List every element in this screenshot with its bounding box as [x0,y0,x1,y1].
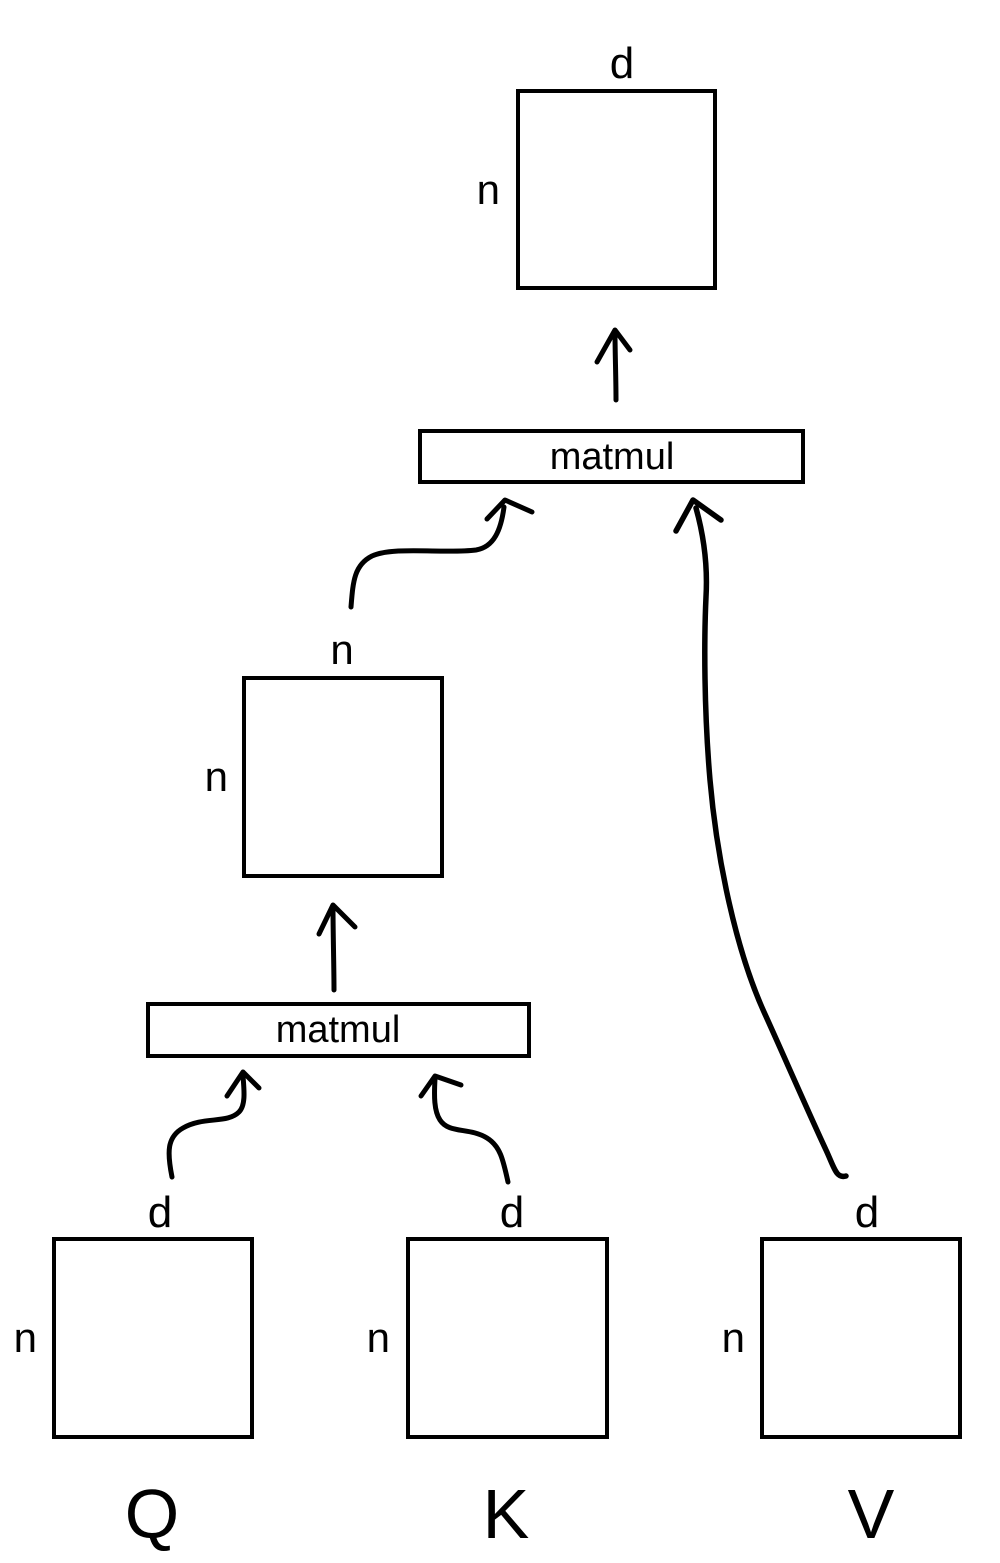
score-matrix-box [242,676,444,878]
matmul-top-box [418,429,805,484]
k-matrix: d n K [367,1188,609,1553]
arrow-q-to-matmul-bottom-shaft [166,1073,247,1180]
arrow-matmul-bottom-to-score-head [316,902,358,937]
q-matrix-name: Q [125,1475,179,1553]
arrow-matmul-bottom-to-score [316,902,358,993]
matmul-top-label: matmul [550,436,675,478]
arrow-matmul-top-to-output-shaft [612,330,619,403]
q-matrix-rows-label: n [14,1314,37,1361]
output-matrix-rows-label: n [477,166,500,213]
matmul-bottom-box [146,1002,531,1058]
output-matrix: d n [477,39,717,290]
arrow-score-to-matmul-top-shaft [348,504,507,610]
output-matrix-cols-label: d [610,39,634,88]
output-matrix-box [516,89,717,290]
arrow-v-to-matmul-top-shaft [693,505,849,1180]
arrow-matmul-top-to-output-head [594,327,633,365]
v-matrix-name: V [848,1475,895,1553]
arrow-q-to-matmul-bottom-head [224,1069,262,1099]
arrow-v-to-matmul-top [673,497,849,1180]
score-matrix-cols-label: n [330,626,353,673]
q-matrix-box [52,1237,254,1439]
k-matrix-rows-label: n [367,1314,390,1361]
matmul-bottom: matmul [146,1002,531,1058]
matmul-bottom-label: matmul [276,1009,401,1051]
arrow-q-to-matmul-bottom [166,1069,262,1180]
k-matrix-name: K [483,1475,530,1553]
arrow-matmul-top-to-output [594,327,633,403]
v-matrix: d n V [722,1188,962,1553]
k-matrix-cols-label: d [500,1188,524,1237]
arrow-score-to-matmul-top-head [484,497,535,522]
v-matrix-rows-label: n [722,1314,745,1361]
arrow-k-to-matmul-bottom [418,1073,511,1185]
q-matrix-cols-label: d [148,1188,172,1237]
k-matrix-box [406,1237,609,1439]
score-matrix-rows-label: n [205,753,228,800]
arrow-matmul-bottom-to-score-shaft [330,905,337,993]
arrow-k-to-matmul-bottom-shaft [432,1076,511,1185]
v-matrix-box [760,1237,962,1439]
q-matrix: d n Q [14,1188,254,1553]
v-matrix-cols-label: d [855,1188,879,1237]
arrow-v-to-matmul-top-head [673,497,724,534]
score-matrix: n n [205,626,444,878]
matmul-top: matmul [418,429,805,484]
arrow-k-to-matmul-bottom-head [418,1073,464,1099]
arrow-score-to-matmul-top [348,497,535,610]
